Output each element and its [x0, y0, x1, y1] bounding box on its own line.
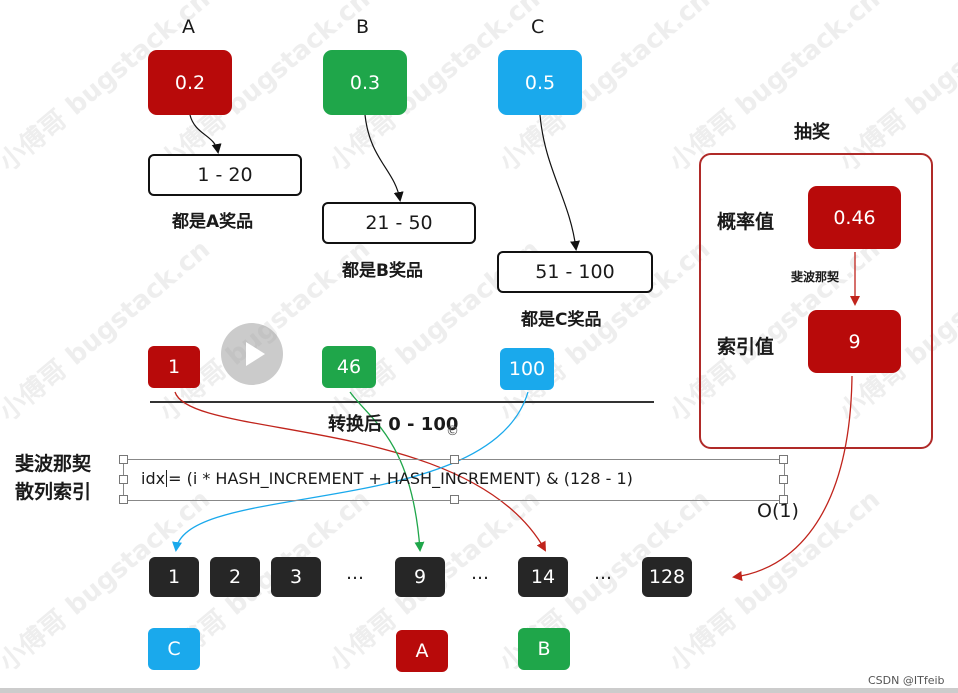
bucket-a-range: 1 - 20	[148, 154, 302, 196]
slot-2: 2	[210, 557, 260, 597]
arrow-index-to-slot-128	[732, 375, 853, 581]
bucket-a-label: A	[182, 16, 195, 38]
resize-handle[interactable]	[119, 475, 128, 484]
formula-text: idx= (i * HASH_INCREMENT + HASH_INCREMEN…	[141, 469, 633, 488]
index-label: 索引值	[717, 336, 775, 358]
resize-handle[interactable]	[119, 455, 128, 464]
bucket-b-label: B	[356, 16, 370, 38]
resize-handle[interactable]	[779, 495, 788, 504]
arrow-46-to-slot-9	[349, 391, 425, 552]
slot-ellipsis: …	[471, 563, 489, 584]
hash-label-line2: 散列索引	[15, 481, 92, 503]
slot-ellipsis: …	[594, 563, 612, 584]
bottom-divider	[0, 688, 958, 693]
play-icon	[246, 342, 265, 366]
resize-handle[interactable]	[779, 475, 788, 484]
resize-handle[interactable]	[450, 455, 459, 464]
probability-label: 概率值	[717, 211, 775, 233]
bucket-b-caption: 都是B奖品	[342, 261, 423, 281]
resize-handle[interactable]	[779, 455, 788, 464]
bucket-c-label: C	[531, 16, 545, 38]
result-a: A	[396, 630, 448, 672]
arrow-b-to-range	[364, 114, 404, 202]
bucket-c-caption: 都是C奖品	[521, 310, 602, 330]
resize-handle[interactable]	[450, 495, 459, 504]
text-cursor	[166, 470, 168, 487]
hash-label: 斐波那契 散列索引	[15, 450, 91, 506]
fibonacci-arrow-label: 斐波那契	[791, 270, 840, 284]
footer-credit: CSDN @ITfeib	[868, 674, 945, 687]
bucket-c-range: 51 - 100	[497, 251, 653, 293]
formula-expression: = (i * HASH_INCREMENT + HASH_INCREMENT) …	[168, 469, 633, 488]
complexity-label: O(1)	[757, 500, 799, 522]
bucket-c-probability: 0.5	[498, 50, 582, 115]
slot-128: 128	[642, 557, 692, 597]
slot-14: 14	[518, 557, 568, 597]
slot-1: 1	[149, 557, 199, 597]
arrow-1-to-slot-14	[174, 391, 546, 552]
arrow-100-to-slot-1	[172, 391, 529, 552]
lottery-title: 抽奖	[794, 122, 830, 143]
conversion-caption: 转换后 0 - 100	[328, 414, 459, 435]
play-button[interactable]	[221, 323, 283, 385]
result-c: C	[148, 628, 200, 670]
lottery-panel	[699, 153, 933, 449]
slot-ellipsis: …	[346, 563, 364, 584]
slot-3: 3	[271, 557, 321, 597]
rotate-handle[interactable]: ©	[446, 424, 459, 439]
bucket-a-caption: 都是A奖品	[172, 212, 254, 232]
probability-value: 0.46	[808, 186, 901, 249]
bucket-b-probability: 0.3	[323, 50, 407, 115]
bucket-b-range: 21 - 50	[322, 202, 476, 244]
bucket-a-probability: 0.2	[148, 50, 232, 115]
converted-value-1: 1	[148, 346, 200, 388]
arrow-a-to-range	[189, 114, 222, 154]
index-value: 9	[808, 310, 901, 373]
slot-9: 9	[395, 557, 445, 597]
hash-label-line1: 斐波那契	[15, 453, 92, 475]
arrow-c-to-range	[539, 114, 580, 251]
formula-prefix: idx	[141, 469, 166, 488]
converted-value-100: 100	[500, 348, 554, 390]
resize-handle[interactable]	[119, 495, 128, 504]
converted-value-46: 46	[322, 346, 376, 388]
result-b: B	[518, 628, 570, 670]
